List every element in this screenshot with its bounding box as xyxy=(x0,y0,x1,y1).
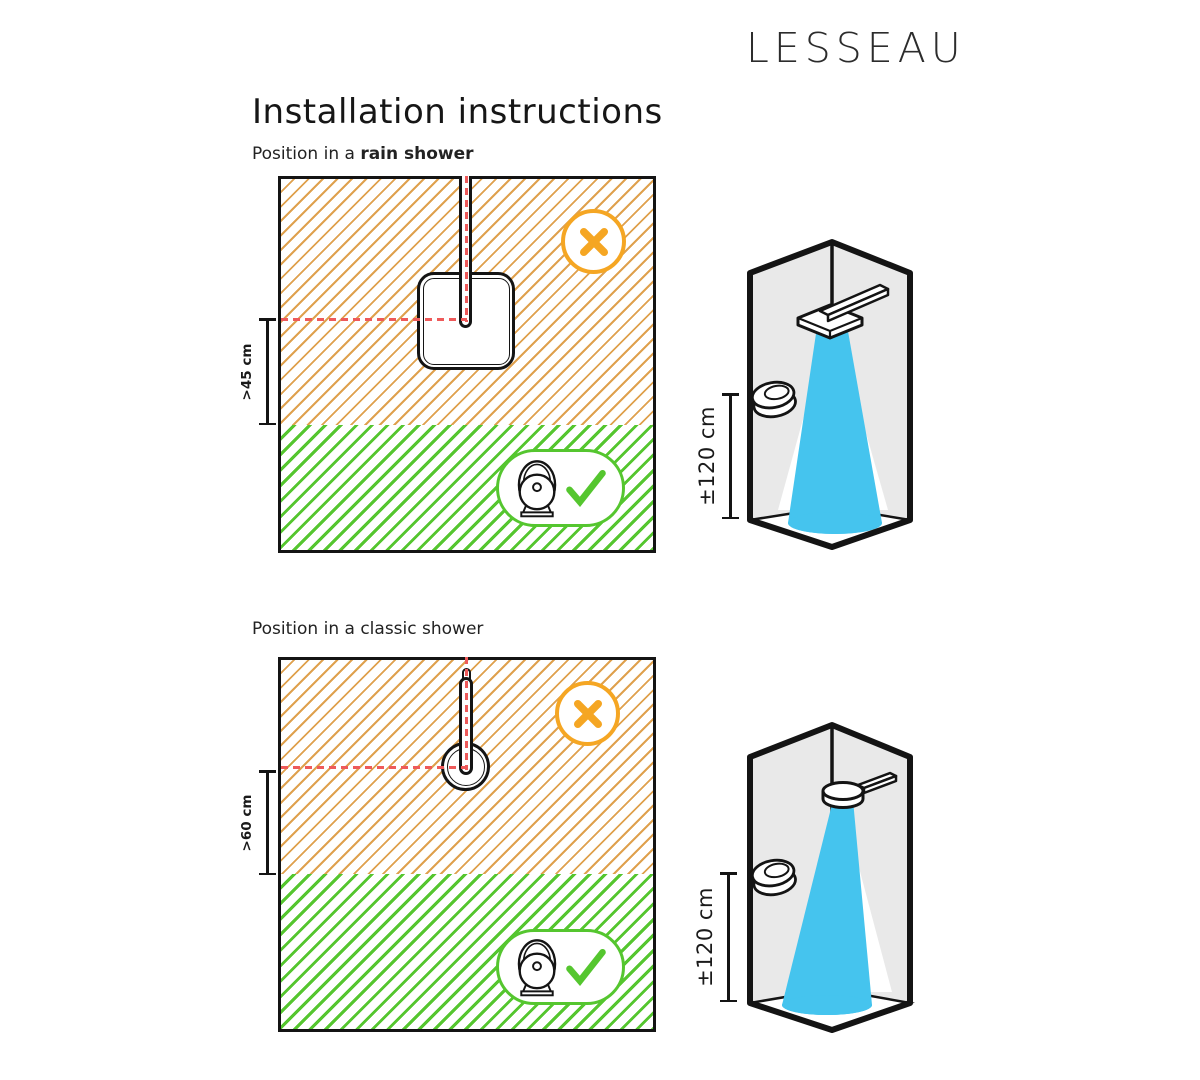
mount-height-label: ±120 cm xyxy=(693,887,717,987)
check-icon xyxy=(566,948,606,986)
guide-line-vertical xyxy=(465,176,468,322)
check-icon xyxy=(566,469,606,507)
lesseau-device-icon xyxy=(517,939,557,997)
wrong-position-badge xyxy=(561,209,626,274)
rain-wall-diagram xyxy=(278,175,656,553)
min-distance-label: >45 cm xyxy=(239,343,255,400)
rain-head-3d-icon xyxy=(796,283,890,340)
correct-position-badge xyxy=(496,449,625,527)
brand-logo: LESSEAU xyxy=(746,24,966,72)
section-classic-subtitle: Position in a classic shower xyxy=(252,619,483,639)
classic-shower-cabin-illustration xyxy=(700,712,970,1042)
section-rain-subtitle: Position in a rain shower xyxy=(252,144,474,164)
cabin-outline xyxy=(747,239,913,550)
subtitle-prefix: Position in a xyxy=(252,619,361,639)
rain-shower-head-icon xyxy=(417,272,515,370)
x-icon xyxy=(573,699,602,728)
correct-position-badge xyxy=(496,929,625,1005)
water-cone xyxy=(782,800,872,1015)
handheld-head-3d-icon xyxy=(821,771,898,809)
min-distance-dimension: >60 cm xyxy=(232,770,276,875)
mount-height-label: ±120 cm xyxy=(695,406,719,506)
min-distance-dimension: >45 cm xyxy=(232,318,276,425)
dimension-line xyxy=(259,318,275,425)
wrong-position-badge xyxy=(555,681,620,746)
subtitle-prefix: Position in a xyxy=(252,144,361,164)
subtitle-emphasis: rain shower xyxy=(360,144,474,164)
dimension-line xyxy=(722,393,738,519)
min-distance-label: >60 cm xyxy=(239,794,255,851)
lesseau-device-icon xyxy=(517,460,557,518)
mount-height-dimension: ±120 cm xyxy=(692,872,740,1002)
x-icon xyxy=(579,227,608,256)
rain-shower-cabin-illustration xyxy=(700,232,970,562)
guide-line-horizontal xyxy=(281,766,467,769)
dimension-line xyxy=(720,872,736,1002)
cabin-outline xyxy=(747,722,913,1033)
mount-height-dimension: ±120 cm xyxy=(692,393,740,519)
guide-line-horizontal xyxy=(281,318,467,321)
subtitle-emphasis: classic shower xyxy=(360,619,484,639)
page-title: Installation instructions xyxy=(252,92,663,132)
water-cone xyxy=(788,320,882,534)
dimension-line xyxy=(259,770,275,875)
guide-line-vertical xyxy=(465,657,468,770)
classic-wall-diagram xyxy=(278,657,656,1032)
